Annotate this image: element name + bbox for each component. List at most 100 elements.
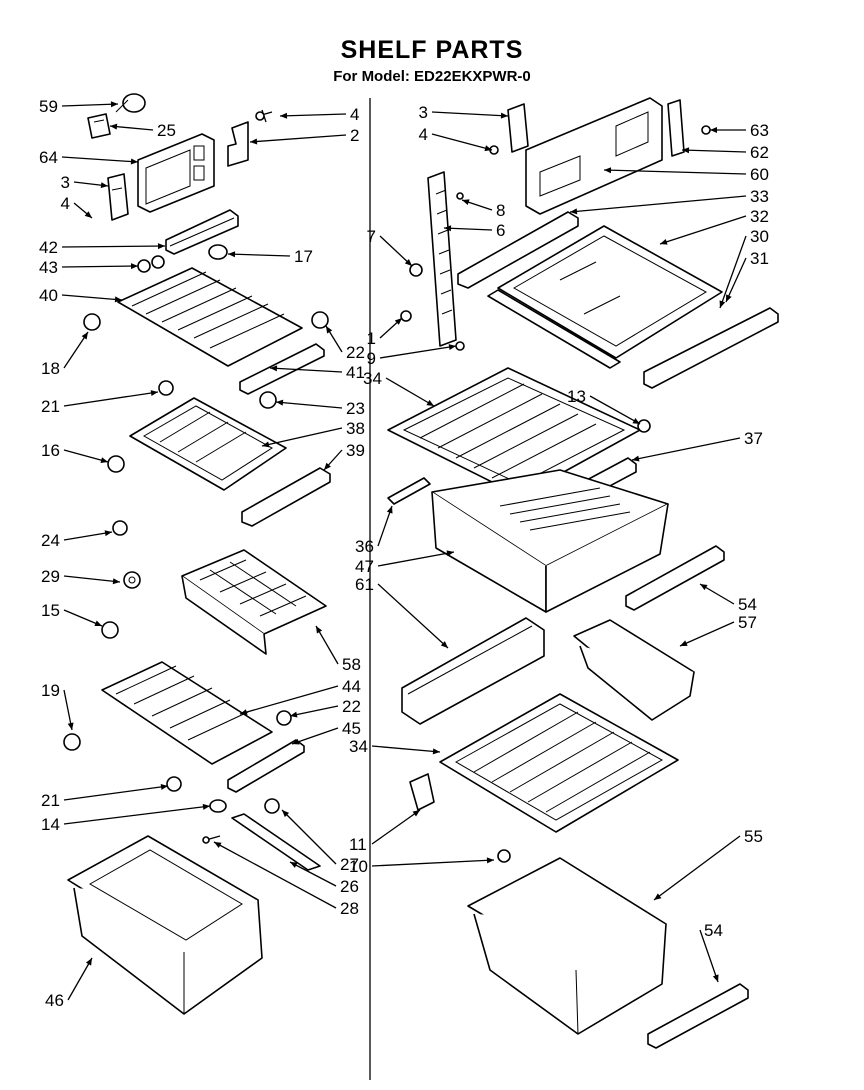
leader-line-60 (603, 169, 747, 175)
leader-line-26 (289, 861, 337, 887)
part-38-shelf-tray (129, 397, 287, 491)
part-61-rail (401, 617, 545, 725)
part-59-bulb (115, 93, 146, 113)
part-9-screw (455, 341, 465, 351)
leader-line-22 (289, 705, 339, 717)
leader-arrowhead-4 (484, 145, 492, 152)
callout-number-28: 28 (340, 899, 359, 918)
leader-arrowhead-41 (270, 365, 278, 372)
part-30-frame (487, 289, 621, 369)
leader-line-44 (239, 685, 339, 715)
callout-number-16: 16 (41, 441, 60, 460)
leader-line-18 (63, 331, 89, 369)
callout-number-6: 6 (496, 221, 505, 240)
leader-arrowhead-21 (150, 390, 158, 396)
part-27-clip (264, 798, 280, 814)
part-3-bracket-right (507, 103, 529, 153)
leader-arrowhead-3 (500, 112, 508, 119)
leader-arrowhead-19 (67, 722, 74, 730)
leader-line-54 (699, 929, 719, 983)
leader-line-57 (679, 621, 735, 647)
part-19-clip (63, 733, 81, 751)
leader-arrowhead-55 (654, 893, 662, 900)
leader-arrowhead-47 (446, 550, 454, 557)
leader-line-4 (279, 113, 347, 117)
callout-number-33: 33 (750, 187, 769, 206)
leader-arrowhead-6 (444, 225, 452, 232)
callout-number-30: 30 (750, 227, 769, 246)
callout-number-44: 44 (342, 677, 361, 696)
callout-number-18: 18 (41, 359, 60, 378)
callout-number-17: 17 (294, 247, 313, 266)
leader-line-7 (379, 235, 413, 267)
leader-line-31 (725, 257, 747, 303)
leader-arrowhead-29 (112, 578, 120, 585)
leader-line-59 (61, 103, 119, 107)
leader-line-32 (659, 215, 747, 245)
callout-number-8: 8 (496, 201, 505, 220)
callout-number-45: 45 (342, 719, 361, 738)
callout-number-54: 54 (738, 595, 757, 614)
callout-number-7: 7 (367, 227, 376, 246)
part-34-shelf-lower (439, 693, 679, 833)
part-21-clip-upper (158, 380, 174, 396)
leader-line-27 (281, 809, 337, 865)
leader-arrowhead-28 (214, 842, 222, 848)
callout-number-62: 62 (750, 143, 769, 162)
leader-arrowhead-14 (202, 803, 210, 810)
leader-line-13 (589, 395, 641, 425)
leader-line-47 (377, 551, 455, 567)
callout-number-32: 32 (750, 207, 769, 226)
leader-arrowhead-11 (412, 810, 420, 817)
page-title: SHELF PARTS (340, 36, 524, 64)
callout-number-4: 4 (350, 105, 359, 124)
leader-line-45 (291, 727, 339, 745)
leader-arrowhead-36 (386, 506, 393, 514)
callout-number-42: 42 (39, 238, 58, 257)
leader-arrowhead-7 (404, 259, 412, 266)
callout-number-39: 39 (346, 441, 365, 460)
part-3-bracket-left (107, 173, 129, 221)
leader-arrowhead-58 (316, 626, 323, 634)
part-10-clip (497, 849, 511, 863)
leader-arrowhead-18 (81, 332, 88, 340)
part-6-ladder (427, 171, 457, 347)
part-2-bracket (227, 121, 249, 167)
leader-arrowhead-25 (110, 123, 118, 130)
callout-number-43: 43 (39, 258, 58, 277)
leader-line-21 (63, 391, 159, 407)
part-43-clips (137, 255, 165, 273)
part-22-clip-upper (311, 311, 329, 329)
callout-number-21: 21 (41, 397, 60, 416)
callout-number-58: 58 (342, 655, 361, 674)
leader-line-14 (63, 805, 211, 825)
callout-number-21: 21 (41, 791, 60, 810)
leader-arrowhead-22 (326, 326, 333, 334)
leader-arrowhead-57 (680, 640, 688, 646)
part-14-spacer (209, 799, 227, 813)
leader-arrowhead-24 (104, 530, 112, 537)
part-40-wire-shelf (117, 267, 303, 367)
leader-arrowhead-26 (290, 862, 298, 868)
callout-number-40: 40 (39, 286, 58, 305)
callout-number-25: 25 (157, 121, 176, 140)
leader-arrowhead-43 (130, 263, 138, 270)
leader-line-46 (67, 957, 93, 1001)
leader-line-25 (109, 125, 154, 131)
leader-line-16 (63, 449, 109, 463)
part-63-screw (701, 125, 711, 135)
leader-arrowhead-34 (432, 748, 440, 755)
callout-number-19: 19 (41, 681, 60, 700)
callout-number-4: 4 (61, 194, 70, 213)
leader-arrowhead-27 (282, 810, 290, 818)
leader-arrowhead-22 (290, 711, 298, 718)
part-11-bracket (409, 773, 435, 811)
callout-number-41: 41 (346, 363, 365, 382)
callout-number-3: 3 (419, 103, 428, 122)
callout-number-9: 9 (367, 349, 376, 368)
leader-line-10 (371, 859, 495, 867)
part-64-control-housing (137, 133, 215, 213)
callout-number-34: 34 (349, 737, 368, 756)
